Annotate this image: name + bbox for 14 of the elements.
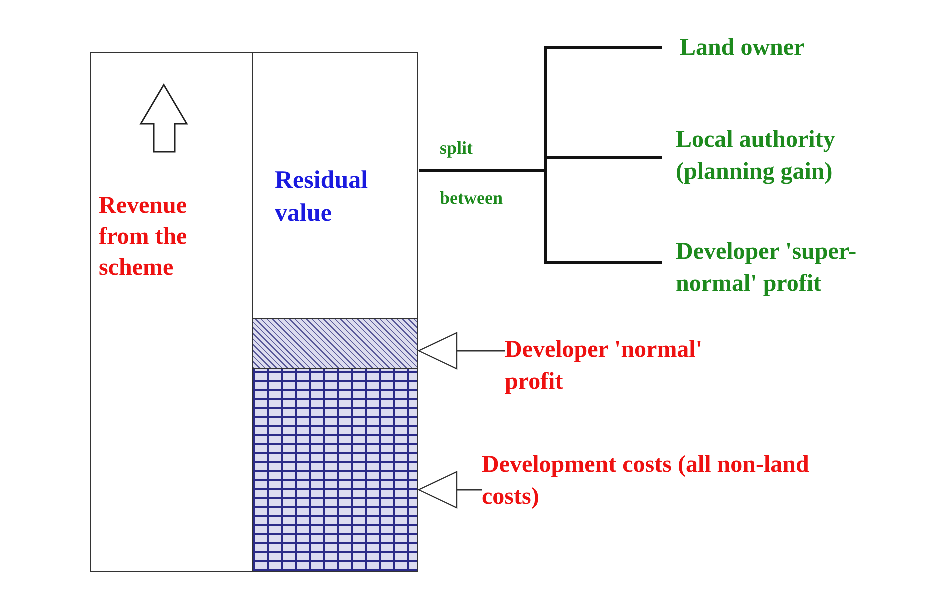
- column-label: Residual value: [275, 166, 370, 228]
- block-arrow: [418, 332, 505, 370]
- profit-label: Developer 'normal' profit: [505, 334, 735, 399]
- column-label: Revenue from the scheme: [99, 192, 188, 284]
- annotation-text: between: [440, 188, 503, 209]
- brick-band: [252, 368, 418, 572]
- costs-label: Development costs (all non-land costs): [482, 449, 822, 514]
- annotation-text: split: [440, 138, 474, 159]
- block-arrow: [418, 471, 482, 509]
- connector-line: [419, 170, 662, 264]
- recipient-label: Land owner: [662, 32, 902, 64]
- recipient-label: Local authority (planning gain): [662, 124, 902, 189]
- hatched-band: [252, 318, 418, 369]
- recipient-label: Developer 'super-normal' profit: [662, 236, 902, 301]
